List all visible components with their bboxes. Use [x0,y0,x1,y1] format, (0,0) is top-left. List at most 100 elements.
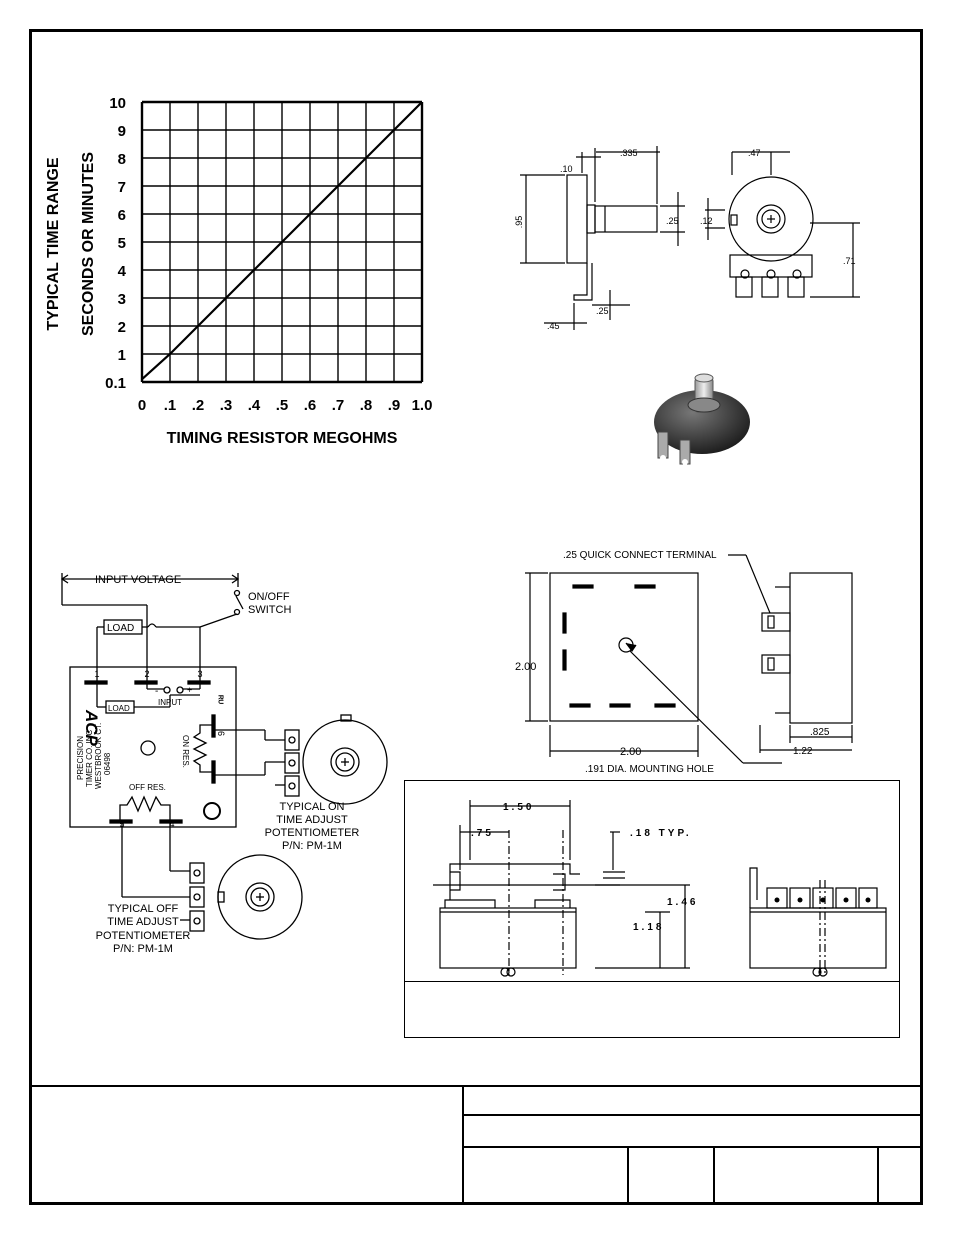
potentiometer-photo [654,373,750,465]
on-pot-label-3: POTENTIOMETER [265,827,360,839]
dim-18-typ: .18 TYP. [630,828,692,839]
dim-146: 1.46 [667,897,698,908]
terminal-6: 6 [216,731,226,736]
input-label: INPUT [158,698,182,707]
mounting-dimension-drawing: .25 QUICK CONNECT TERMINAL 2.00 2.00 .19… [515,550,853,775]
dim-75: .75 [471,828,494,839]
terminal-1: 1 [94,669,99,679]
chart-x-label: TIMING RESISTOR MEGOHMS [167,430,398,447]
dim-47: .47 [748,148,761,158]
chart-grid [140,100,424,384]
dim-118: 1.18 [633,922,664,933]
title-block-col-3 [877,1146,879,1203]
x-tick-label: .6 [304,397,317,414]
x-tick-label: .9 [388,397,401,414]
x-tick-label: .5 [276,397,289,414]
terminal-3: 3 [197,669,202,679]
x-tick-label: .7 [332,397,345,414]
title-block-col-1 [627,1146,629,1203]
dim-height-200: 2.00 [515,661,536,673]
on-pot-label-4: P/N: PM-1M [282,840,342,852]
y-tick-label: 3 [118,291,126,308]
maker-line-4: 06498 [103,752,112,775]
series-line [141,101,423,381]
x-tick-label: 0 [138,397,146,414]
off-pot-label-2: TIME ADJUST [107,916,179,928]
ul-mark: ᴿᵁ [213,695,224,705]
dim-width-200: 2.00 [620,746,641,758]
module-top-view [549,572,699,722]
maker-line-1: PRECISION [76,736,85,780]
x-tick-label: .3 [220,397,233,414]
chart-y-label-2: SECONDS OR MINUTES [80,152,97,336]
terminal-minus: - [155,686,158,697]
dim-45: .45 [547,321,560,331]
off-pot-label-1: TYPICAL OFF [108,903,179,915]
title-block-row-2 [462,1146,922,1148]
chart-series-line [141,101,423,381]
off-pot-label-4: P/N: PM-1M [113,943,173,955]
y-tick-label: 10 [109,95,126,112]
y-tick-label: 9 [118,123,126,140]
terminal-5: 5 [119,819,124,829]
pot-side-body [566,174,588,264]
wiring-diagram: INPUT VOLTAGE ON/OFF SWITCH LOAD LOAD 1 … [60,573,388,955]
off-res-label: OFF RES. [129,783,166,792]
timer-module [69,666,237,828]
csa-mark [203,802,221,820]
switch-label-2: SWITCH [248,604,291,616]
y-tick-label: 1 [118,347,126,364]
dim-12: .12 [700,216,713,226]
terminal-2: 2 [144,669,149,679]
terminal-label: .25 QUICK CONNECT TERMINAL [563,550,717,561]
mounting-hole-label: .191 DIA. MOUNTING HOLE [585,764,714,775]
x-tick-label: .8 [360,397,373,414]
terminal-4: 4 [169,819,174,829]
x-tick-label: .2 [192,397,205,414]
dim-25-shaft: .25 [666,216,679,226]
load-label-top: LOAD [107,623,134,634]
bracket-detail-box [404,780,900,1038]
on-pot-dial [302,719,388,805]
on-res-label: ON RES. [181,735,190,768]
drawing-frame [29,29,923,1205]
y-tick-label: 5 [118,235,126,252]
brand-logo: ACP [82,709,101,747]
dim-122: 1.22 [793,746,813,757]
x-tick-label: .1 [164,397,177,414]
y-tick-label: 6 [118,207,126,224]
switch-label-1: ON/OFF [248,591,290,603]
pot-side-shaft [594,205,658,233]
dim-335: .335 [620,148,638,158]
pot-front-body [728,176,814,262]
title-block-divider [462,1085,464,1203]
y-tick-label: 7 [118,179,126,196]
bracket-note-divider [405,981,899,982]
potentiometer-dimension-drawing: .10 .335 .95 .25 .12 .25 .45 .47 .71 [514,146,860,331]
load-label-inner: LOAD [108,704,130,713]
terminal-plus: + [187,685,192,695]
chart-x-ticks: 0 .1 .2 .3 .4 .5 .6 .7 .8 .9 1.0 [138,397,433,414]
dim-71: .71 [843,256,856,266]
chart-y-label-1: TYPICAL TIME RANGE [45,157,62,330]
x-tick-label: .4 [248,397,261,414]
dim-10: .10 [560,164,573,174]
dim-825: .825 [810,727,830,738]
title-block-col-2 [713,1146,715,1203]
bracket-drawing: 1.50 .75 .18 TYP. 1.46 1.18 [433,800,887,977]
title-block-row-1 [462,1114,922,1116]
dim-150: 1.50 [503,802,534,813]
dim-25-bottom: .25 [596,306,609,316]
y-tick-label: 0.1 [105,375,126,392]
y-tick-label: 4 [118,263,127,280]
y-tick-label: 2 [118,319,126,336]
maker-line-2: TIMER CO. INC [85,729,94,787]
x-tick-label: 1.0 [412,397,433,414]
input-voltage-label: INPUT VOLTAGE [95,574,181,586]
title-block [31,1085,922,1203]
on-pot-label-1: TYPICAL ON [280,801,345,813]
on-pot-label-2: TIME ADJUST [276,814,348,826]
off-pot-label-3: POTENTIOMETER [96,930,191,942]
